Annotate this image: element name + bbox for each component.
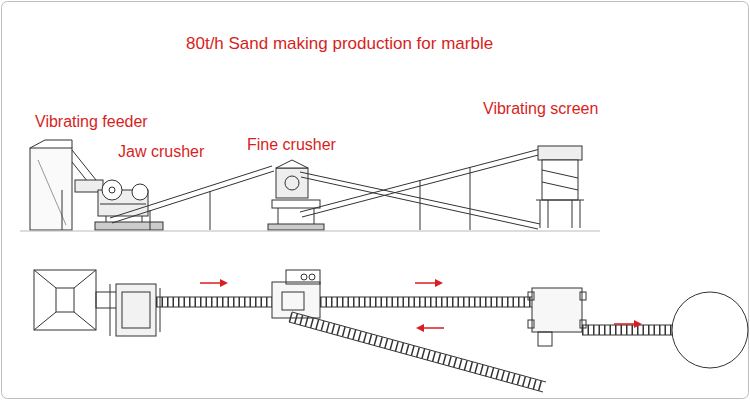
crossing-conveyors (300, 148, 546, 230)
screen-plan (528, 288, 586, 346)
hopper-plan (34, 270, 96, 330)
equipment-label: Vibrating feeder (35, 113, 148, 131)
equipment-label: Jaw crusher (118, 143, 204, 161)
output-belt-plan (582, 325, 672, 335)
fine-crusher-plan (272, 270, 320, 318)
flow-arrows (200, 279, 642, 332)
equipment-label: Vibrating screen (483, 100, 598, 118)
fine-crusher-drawing (268, 160, 324, 230)
return-belt-plan (289, 312, 546, 392)
belt-2-plan (320, 297, 532, 307)
jaw-crusher-drawing (95, 180, 163, 230)
vibrating-screen-drawing (536, 146, 584, 228)
equipment-label: Fine crusher (247, 136, 336, 154)
stockpile-circle (672, 292, 748, 368)
jaw-crusher-plan (96, 284, 160, 336)
diagram-title: 80t/h Sand making production for marble (186, 34, 493, 54)
feeder-structure (30, 140, 103, 230)
conveyor-1 (110, 166, 274, 230)
elevation-view (20, 140, 600, 231)
plan-view (34, 270, 748, 392)
belt-1-plan (156, 297, 272, 307)
ground-line (20, 231, 600, 232)
